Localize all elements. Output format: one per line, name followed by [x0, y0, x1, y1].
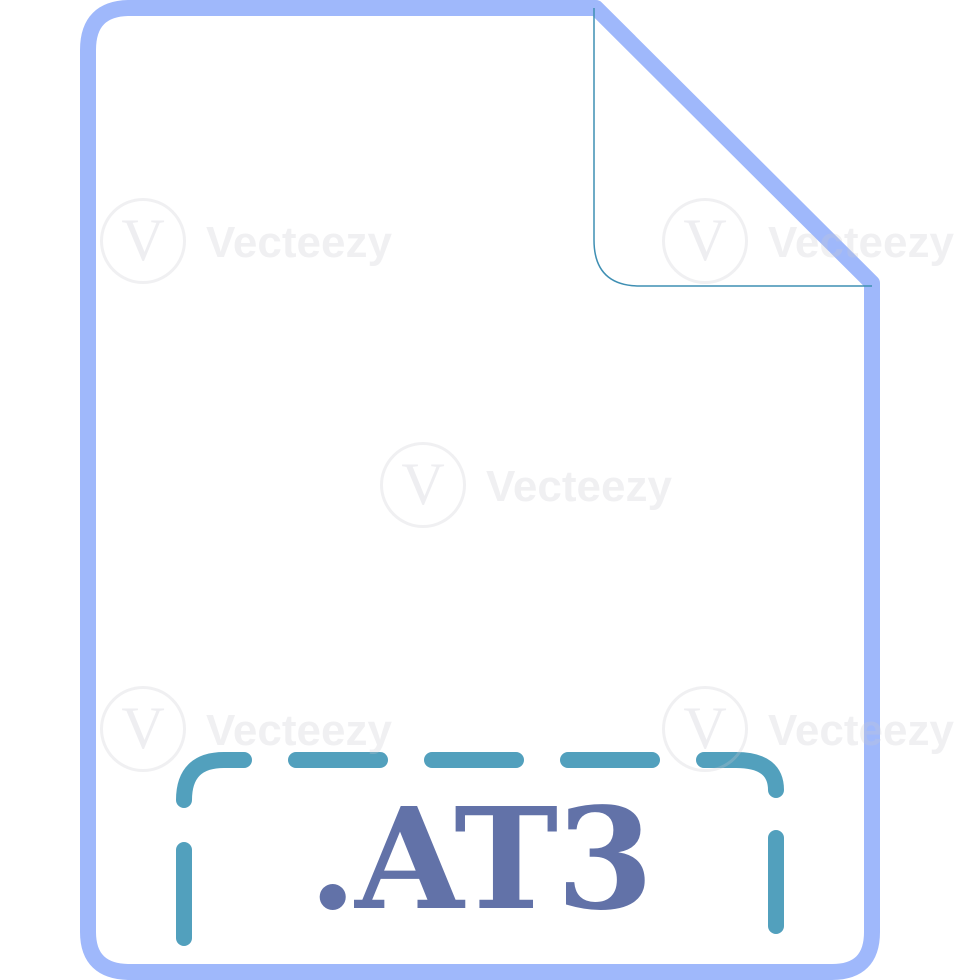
- watermark-logo-icon: V: [100, 198, 186, 284]
- watermark-logo-icon: V: [380, 442, 466, 528]
- watermark-logo-icon: V: [662, 686, 748, 772]
- dashed-label-frame: [176, 752, 784, 946]
- folded-corner: [593, 8, 872, 287]
- file-extension-label: .AT3: [308, 778, 653, 942]
- watermark-logo-icon: V: [662, 198, 748, 284]
- watermark-logo-icon: V: [100, 686, 186, 772]
